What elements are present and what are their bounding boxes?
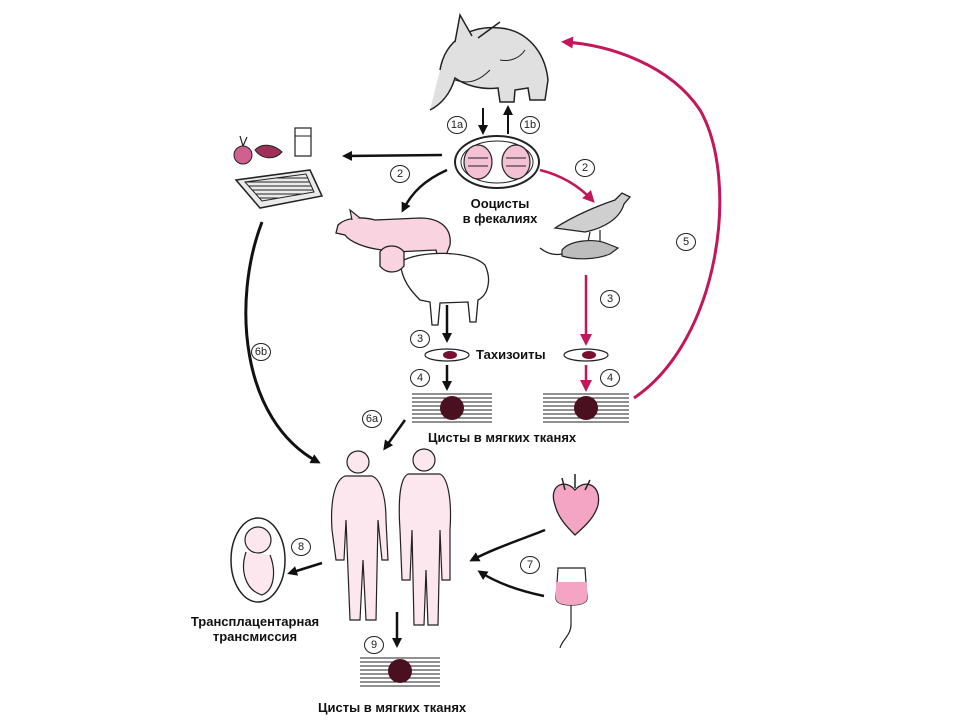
tachyzoites-label: Тахизоиты xyxy=(476,347,546,362)
oocysts-label: Ооцисты в фекалиях xyxy=(445,196,555,226)
step-2-left: 2 xyxy=(390,165,410,183)
pig-illustration xyxy=(335,208,451,263)
arrow-7-heart xyxy=(469,528,546,562)
step-3-right: 3 xyxy=(600,290,620,308)
tachyzoite-right xyxy=(563,348,609,362)
tissue-cyst-bottom xyxy=(360,655,440,687)
step-8: 8 xyxy=(291,538,311,556)
step-5: 5 xyxy=(676,233,696,251)
transplacental-label: Трансплацентарная трансмиссия xyxy=(170,614,340,644)
cysts-bottom-label: Цисты в мягких тканях xyxy=(318,700,467,715)
arrow-6a xyxy=(383,419,407,451)
arrow-6b xyxy=(244,221,321,464)
iv-bag-illustration xyxy=(555,567,588,649)
tissue-cyst-right xyxy=(543,393,629,423)
step-2-right: 2 xyxy=(575,159,595,177)
step-6a: 6a xyxy=(362,410,382,428)
step-7: 7 xyxy=(520,556,540,574)
arrow-2-to-bird xyxy=(539,168,595,203)
step-1b: 1b xyxy=(520,116,540,134)
food-illustration xyxy=(233,127,324,209)
oocyst-illustration xyxy=(454,135,540,189)
human-male xyxy=(398,448,452,626)
step-6b: 6b xyxy=(251,343,271,361)
step-1a: 1a xyxy=(447,116,467,134)
arrow-5 xyxy=(561,36,722,400)
tissue-cyst-left xyxy=(412,393,492,423)
oocysts-label-line1: Ооцисты xyxy=(470,196,530,211)
tachyzoite-left xyxy=(424,348,470,362)
cysts-top-label: Цисты в мягких тканях xyxy=(428,430,577,445)
human-female xyxy=(330,450,389,621)
bird-illustration xyxy=(553,192,632,243)
oocysts-label-line2: в фекалиях xyxy=(462,211,538,226)
arrow-8 xyxy=(287,561,323,576)
mouse-illustration xyxy=(539,240,620,260)
arrow-2-to-food xyxy=(342,150,443,161)
step-9: 9 xyxy=(364,636,384,654)
step-4-right: 4 xyxy=(600,369,620,387)
arrow-2-to-pig xyxy=(401,168,448,213)
transplacental-label-line2: трансмиссия xyxy=(212,629,298,644)
cat-illustration xyxy=(429,12,549,111)
sheep-illustration xyxy=(379,245,490,326)
transplacental-label-line1: Трансплацентарная xyxy=(190,614,320,629)
heart-illustration xyxy=(552,474,600,536)
fetus-illustration xyxy=(230,517,286,603)
arrow-7-iv xyxy=(477,570,545,598)
step-3-left: 3 xyxy=(410,330,430,348)
step-4-left: 4 xyxy=(410,369,430,387)
